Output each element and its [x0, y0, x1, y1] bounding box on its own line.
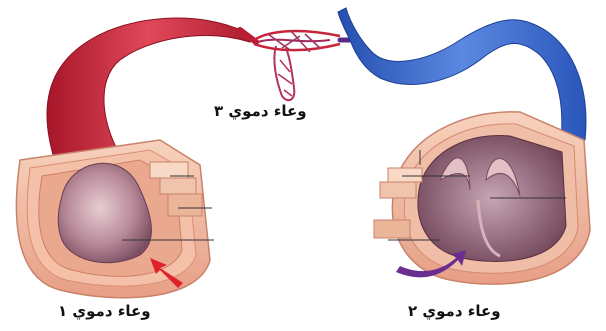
label-vessel-1: وعاء دموي ١: [58, 304, 151, 319]
label-vessel-2: وعاء دموي ٢: [408, 304, 501, 319]
artery-vessel: [16, 18, 250, 298]
label-vessel-3: وعاء دموي ٣: [214, 104, 307, 119]
capillary-network: [240, 30, 352, 100]
vein-vessel: [338, 8, 590, 284]
